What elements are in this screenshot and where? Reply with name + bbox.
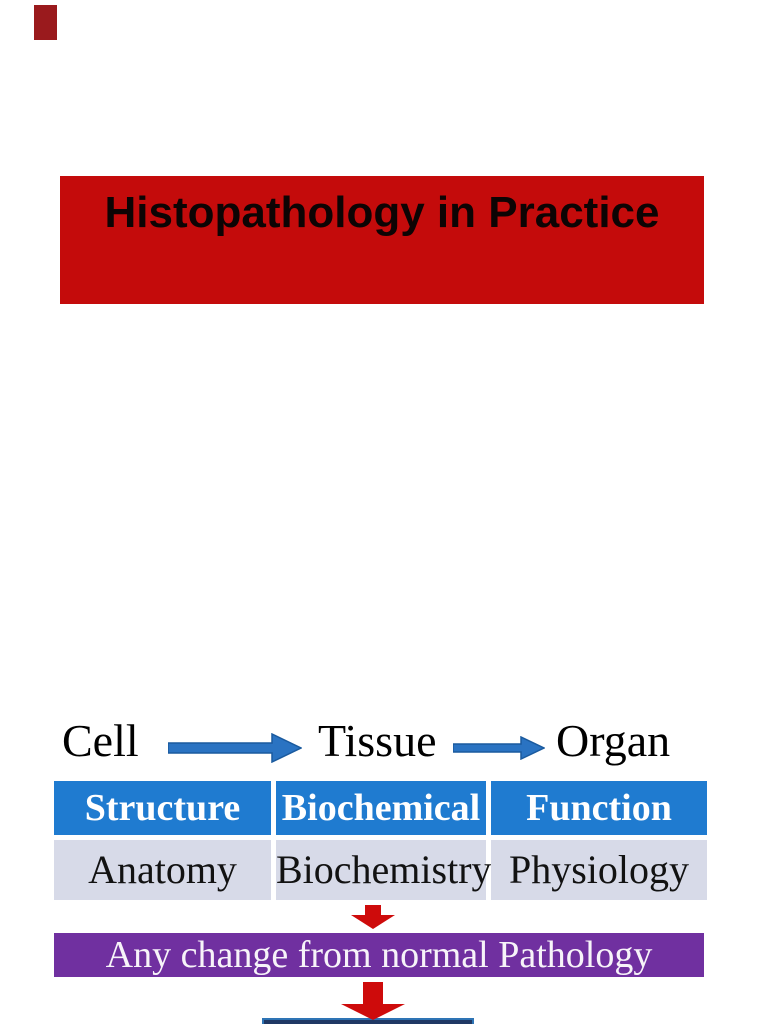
table-header-biochemical: Biochemical	[276, 781, 486, 835]
corner-accent-mark	[34, 5, 57, 40]
flow-label-organ: Organ	[556, 715, 671, 766]
table-header-structure: Structure	[54, 781, 271, 835]
arrow-right-icon	[168, 733, 302, 763]
arrow-right-icon	[453, 736, 545, 760]
arrow-down-icon	[341, 982, 405, 1020]
arrow-down-icon	[351, 905, 395, 929]
table-header-function: Function	[491, 781, 707, 835]
pathology-banner: Any change from normal Pathology	[54, 933, 704, 977]
bottom-navy-box	[262, 1018, 474, 1024]
structure-function-table: Structure Biochemical Function Anatomy B…	[54, 781, 707, 900]
table-cell-biochemistry: Biochemistry	[276, 840, 492, 900]
page-title: Histopathology in Practice	[104, 188, 660, 237]
table-cell-anatomy: Anatomy	[54, 840, 271, 900]
title-banner: Histopathology in Practice	[60, 176, 704, 304]
flow-label-cell: Cell	[62, 715, 139, 766]
flow-label-tissue: Tissue	[318, 715, 437, 766]
pathology-banner-text: Any change from normal Pathology	[105, 934, 653, 976]
table-cell-physiology: Physiology	[491, 840, 707, 900]
